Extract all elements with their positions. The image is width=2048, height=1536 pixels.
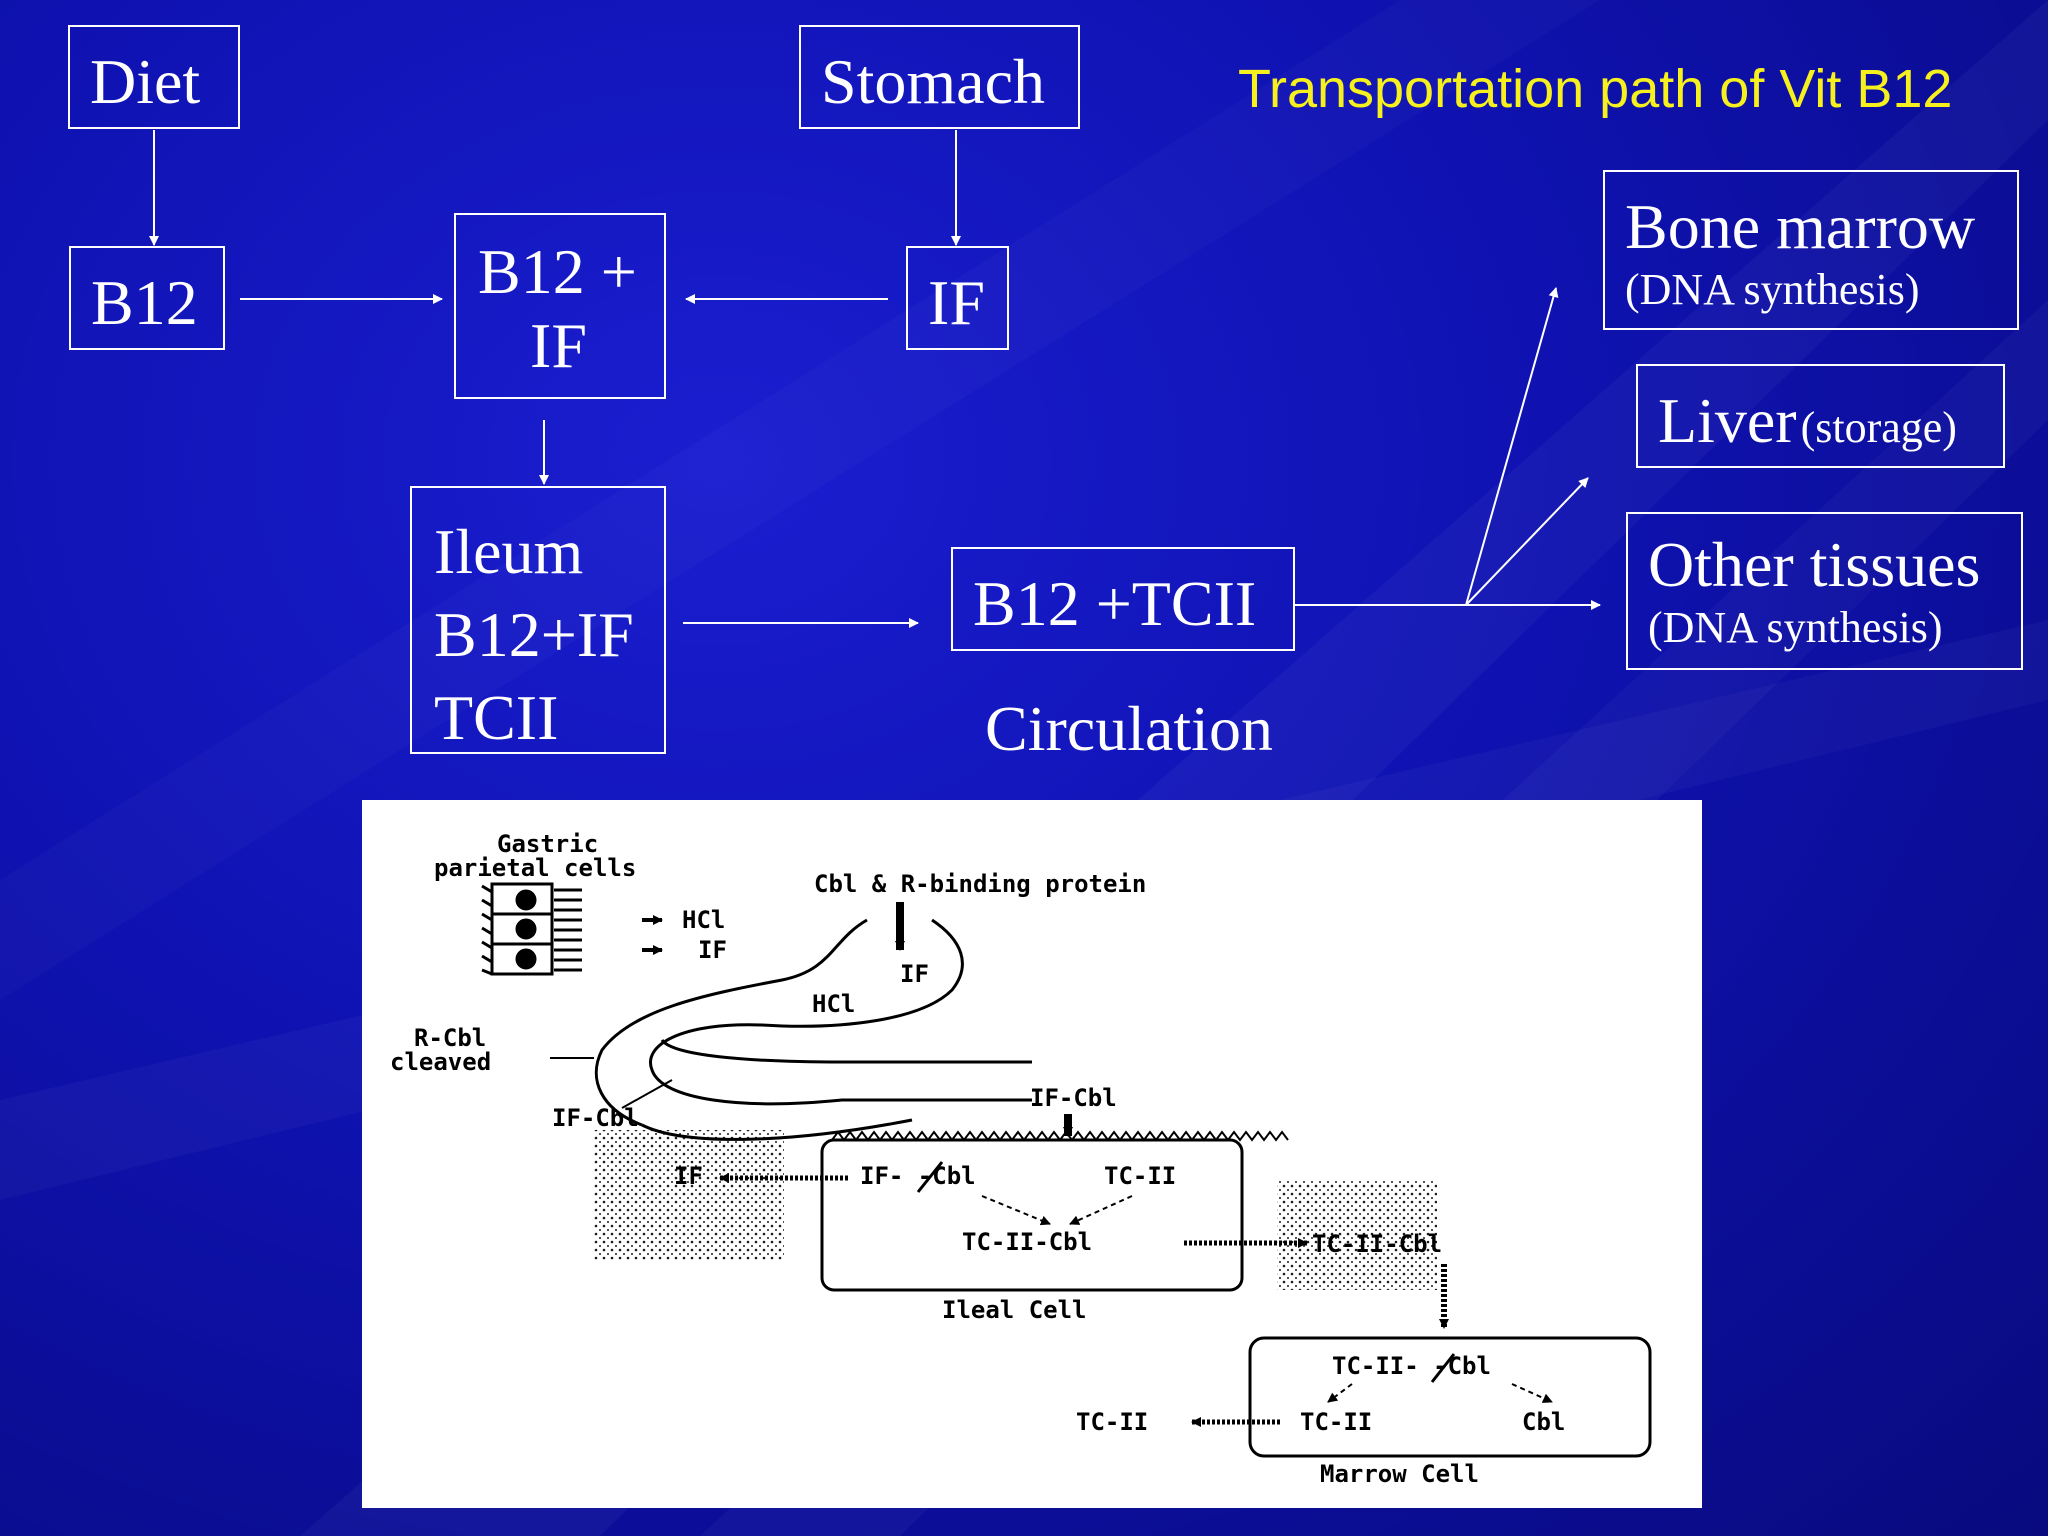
arrow-to-bone-marrow — [1465, 287, 1559, 606]
b12-if-line1: B12 + — [478, 236, 637, 307]
tc2-marrow-label: TC-II — [1300, 1408, 1372, 1436]
stomach-label: Stomach — [821, 46, 1045, 117]
cbl-marrow-label: Cbl — [1522, 1408, 1565, 1436]
illustration-svg: Gastric parietal cells HCl IF Cbl & R-bi… — [390, 830, 1652, 1488]
blood-dots — [1277, 1180, 1437, 1290]
tc2-cbl-out-label: TC-II-Cbl — [1312, 1230, 1442, 1258]
tc2-in-label: TC-II — [1104, 1162, 1176, 1190]
liver-sub: (storage) — [1800, 403, 1957, 452]
absorption-illustration: Gastric parietal cells HCl IF Cbl & R-bi… — [362, 800, 1702, 1508]
bone-marrow-sub: (DNA synthesis) — [1625, 264, 1920, 314]
gastric-label-1: Gastric — [497, 830, 598, 858]
if-cbl-left-label: IF-Cbl — [552, 1104, 639, 1132]
if-cbl-top-label: IF-Cbl — [1030, 1084, 1117, 1112]
if-split-label: IF- -Cbl — [860, 1162, 976, 1190]
diet-label: Diet — [90, 46, 201, 117]
other-tissues-label: Other tissues — [1648, 529, 1981, 600]
tc2-cbl-in-label: TC-II-Cbl — [962, 1228, 1092, 1256]
liver-label: Liver — [1658, 385, 1797, 456]
b12-if-box: B12 + IF — [454, 213, 666, 399]
liver-box: Liver (storage) — [1636, 364, 2005, 468]
hcl-output: HCl — [682, 906, 725, 934]
b12-tcii-box: B12 +TCII — [951, 547, 1295, 651]
b12-label: B12 — [91, 267, 198, 338]
if-left-label: IF — [674, 1162, 703, 1190]
slide-title: Transportation path of Vit B12 — [1238, 59, 1953, 119]
other-tissues-sub: (DNA synthesis) — [1648, 602, 1943, 652]
if-output: IF — [698, 936, 727, 964]
stomach-if-label: IF — [900, 960, 929, 988]
ileal-cell-label: Ileal Cell — [942, 1296, 1087, 1324]
marrow-split-label: TC-II- -Cbl — [1332, 1352, 1491, 1380]
cbl-r-label: Cbl & R-binding protein — [814, 870, 1146, 898]
ileal-cell-outline — [820, 1138, 1244, 1292]
ileum-box: Ileum B12+IF TCII — [410, 486, 666, 754]
bone-marrow-box: Bone marrow (DNA synthesis) — [1603, 170, 2019, 330]
b12-box: B12 — [69, 246, 225, 350]
gastric-label-2: parietal cells — [434, 854, 636, 882]
if-box: IF — [906, 246, 1009, 350]
marrow-cell-label: Marrow Cell — [1320, 1460, 1479, 1488]
lumen-dots — [594, 1130, 784, 1260]
rcbl-label-1: R-Cbl — [414, 1024, 486, 1052]
arrow-to-liver — [1465, 477, 1589, 606]
parietal-cells — [481, 882, 582, 976]
microvilli — [831, 1130, 1289, 1142]
stomach-intestine-outline — [594, 918, 1032, 1141]
marrow-cell-outline — [1248, 1336, 1652, 1458]
tc2-out-label: TC-II — [1076, 1408, 1148, 1436]
if-label: IF — [928, 267, 985, 338]
stomach-hcl-label: HCl — [812, 990, 855, 1018]
stomach-box: Stomach — [799, 25, 1080, 129]
b12-tcii-label: B12 +TCII — [973, 568, 1257, 639]
b12-if-line2: IF — [530, 309, 587, 381]
circulation-label: Circulation — [985, 693, 1273, 764]
rcbl-label-2: cleaved — [390, 1048, 491, 1076]
ileum-line3: TCII — [434, 682, 559, 754]
diet-box: Diet — [68, 25, 240, 129]
ileum-line1: Ileum — [434, 516, 584, 587]
bone-marrow-label: Bone marrow — [1625, 191, 1976, 262]
ileum-line2: B12+IF — [434, 599, 634, 671]
other-tissues-box: Other tissues (DNA synthesis) — [1626, 512, 2023, 670]
